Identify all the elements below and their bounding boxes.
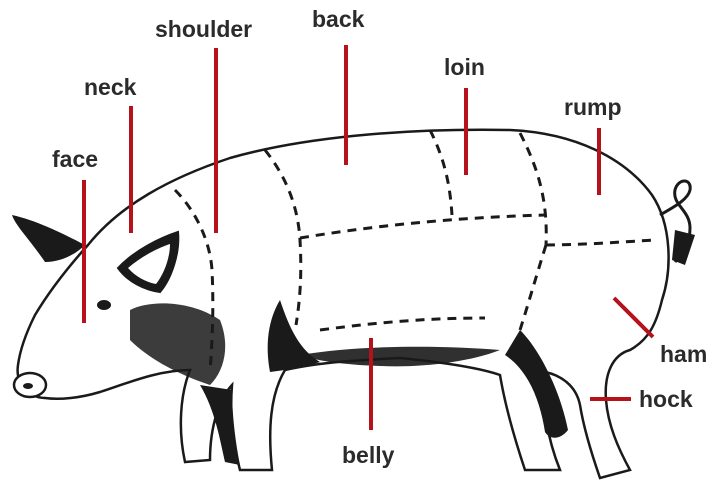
hock-label: hock (639, 388, 693, 411)
pig-belly-shading (268, 300, 320, 372)
pig-body-outline (45, 130, 669, 478)
rump-division (546, 240, 655, 245)
back-label: back (312, 8, 364, 31)
neck-label: neck (84, 76, 136, 99)
pig-front-leg-shading (200, 385, 240, 465)
pig-back-ear (12, 215, 85, 262)
shoulder-back-division (265, 150, 301, 325)
loin-front-division (430, 130, 452, 215)
ham-label: ham (660, 343, 707, 366)
belly-label: belly (342, 444, 394, 467)
shoulder-label: shoulder (155, 18, 252, 41)
pig-eye (97, 300, 111, 310)
pig-tail-tuft (672, 230, 695, 265)
loin-label: loin (444, 56, 485, 79)
ham-division (520, 245, 546, 330)
pig-hind-leg-shading (505, 330, 568, 438)
cut-division-lines (175, 130, 655, 372)
belly-lower-division (320, 318, 485, 330)
ham-leader-line (614, 298, 653, 337)
face-label: face (52, 148, 98, 171)
rump-label: rump (564, 96, 622, 119)
back-belly-division (300, 215, 545, 238)
loin-back-division (520, 133, 546, 245)
pig-nostril (23, 383, 33, 389)
